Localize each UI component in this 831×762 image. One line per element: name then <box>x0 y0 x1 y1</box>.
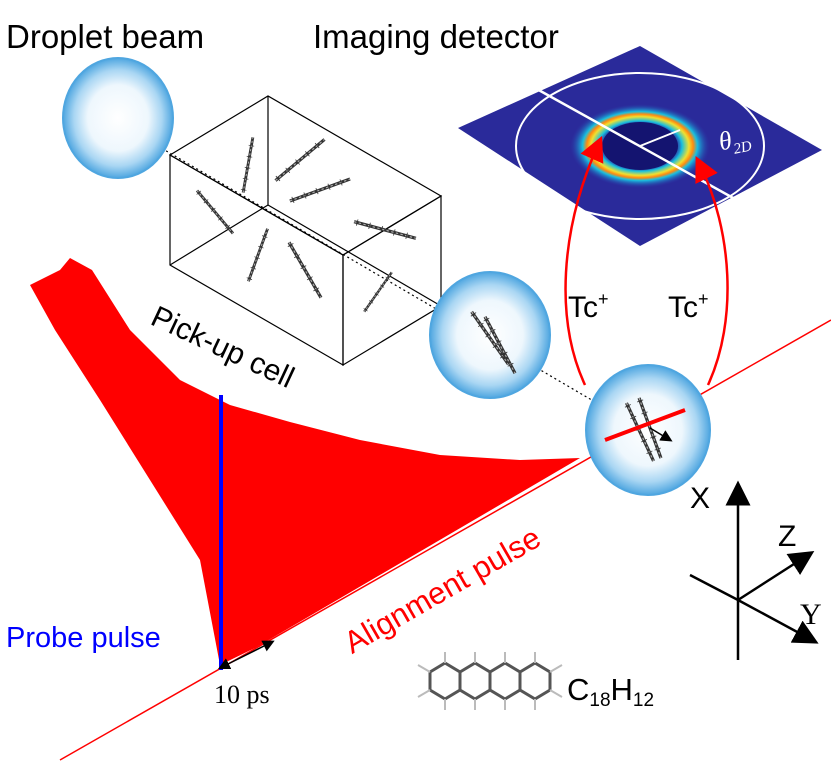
ion-trajectory-left <box>564 135 604 386</box>
axis-x-label: X <box>690 482 711 515</box>
molecular-formula: C18H12 <box>567 672 654 712</box>
ion-label-left: Tc+ <box>568 289 609 325</box>
ion-name: Tc <box>668 291 698 324</box>
axis-y-label: Y <box>800 598 822 631</box>
formula-c: C <box>567 672 590 707</box>
xyz-axes-icon <box>689 480 819 660</box>
ion-charge: + <box>598 289 609 309</box>
time-delay-arrow <box>217 640 275 670</box>
droplet-beam-path <box>109 117 661 441</box>
formula-c-count: 18 <box>589 690 611 711</box>
theta-2d-label: θ2D <box>716 122 754 162</box>
droplet-2 <box>429 271 551 399</box>
imaging-detector-label: Imaging detector <box>313 18 559 55</box>
axis-z-label: Z <box>778 520 797 553</box>
time-delay-label: 10 ps <box>214 680 270 709</box>
ion-name: Tc <box>568 291 598 324</box>
formula-h: H <box>610 672 633 707</box>
laser-axis-line <box>59 319 831 761</box>
pickup-cell-box <box>168 95 443 367</box>
droplet-3 <box>585 364 711 496</box>
formula-h-count: 12 <box>632 690 655 711</box>
droplet-beam-label: Droplet beam <box>6 18 205 55</box>
alignment-pulse-shape <box>30 258 580 665</box>
ion-charge: + <box>698 289 709 309</box>
theta-subscript: 2D <box>732 138 754 158</box>
detector-image <box>458 46 822 246</box>
droplet-1 <box>62 57 174 179</box>
tetracene-molecule-icon <box>417 652 563 710</box>
probe-pulse-bar <box>219 395 223 670</box>
ion-label-right: Tc+ <box>668 289 709 325</box>
probe-pulse-label: Probe pulse <box>6 622 161 654</box>
ion-trajectory-right <box>695 156 729 386</box>
